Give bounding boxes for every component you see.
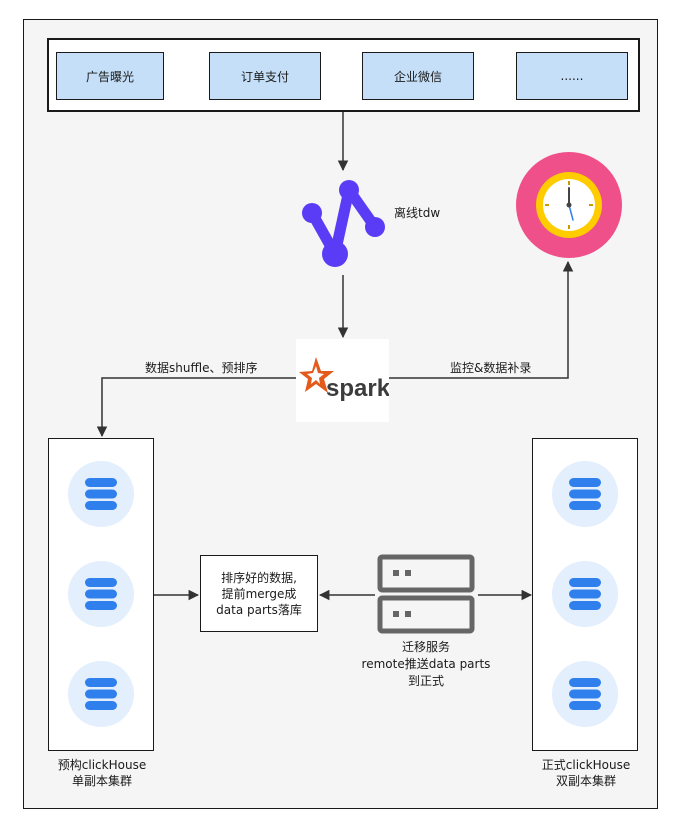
database-icon [552,661,618,727]
sorted-data-line2: 提前merge成 [221,586,297,601]
sorted-data-box: 排序好的数据, 提前merge成 data parts落库 [200,555,318,632]
right-cluster-label-line1: 正式clickHouse [541,758,631,772]
sorted-data-line3: data parts落库 [216,602,302,617]
spark-wordmark: spark [326,375,389,402]
left-cluster-label-line1: 预构clickHouse [57,758,147,772]
right-cluster-label: 正式clickHouse 双副本集群 [524,757,648,789]
source-more: ...... [516,52,628,100]
database-icon [552,461,618,527]
clock-icon [516,152,622,258]
arrow-spark-to-left-cluster [96,377,296,438]
database-icon [68,561,134,627]
monitor-label: 监控&数据补录 [450,361,532,375]
spark-logo-icon: spark [299,357,391,402]
spark-box: spark [296,339,391,422]
left-cluster-label: 预构clickHouse 单副本集群 [40,757,164,789]
tdw-label: 离线tdw [394,206,441,220]
database-icon [68,661,134,727]
source-order-payment: 订单支付 [209,52,321,100]
database-icon [552,561,618,627]
source-wecom: 企业微信 [362,52,474,100]
arrow-spark-to-clock [389,260,574,379]
shuffle-label: 数据shuffle、预排序 [145,361,258,375]
migration-label: 迁移服务 remote推送data parts 到正式 [345,639,507,690]
database-icon [68,461,134,527]
migration-label-line1: 迁移服务 [401,640,450,654]
right-cluster-label-line2: 双副本集群 [555,774,616,788]
source-ad-exposure: 广告曝光 [56,52,164,100]
tdw-logo-icon [302,180,385,267]
left-cluster-label-line2: 单副本集群 [71,774,132,788]
sorted-data-line1: 排序好的数据, [221,570,297,585]
migration-label-line2: remote推送data parts [361,657,491,671]
server-icon [377,554,475,634]
migration-label-line3: 到正式 [407,674,444,688]
